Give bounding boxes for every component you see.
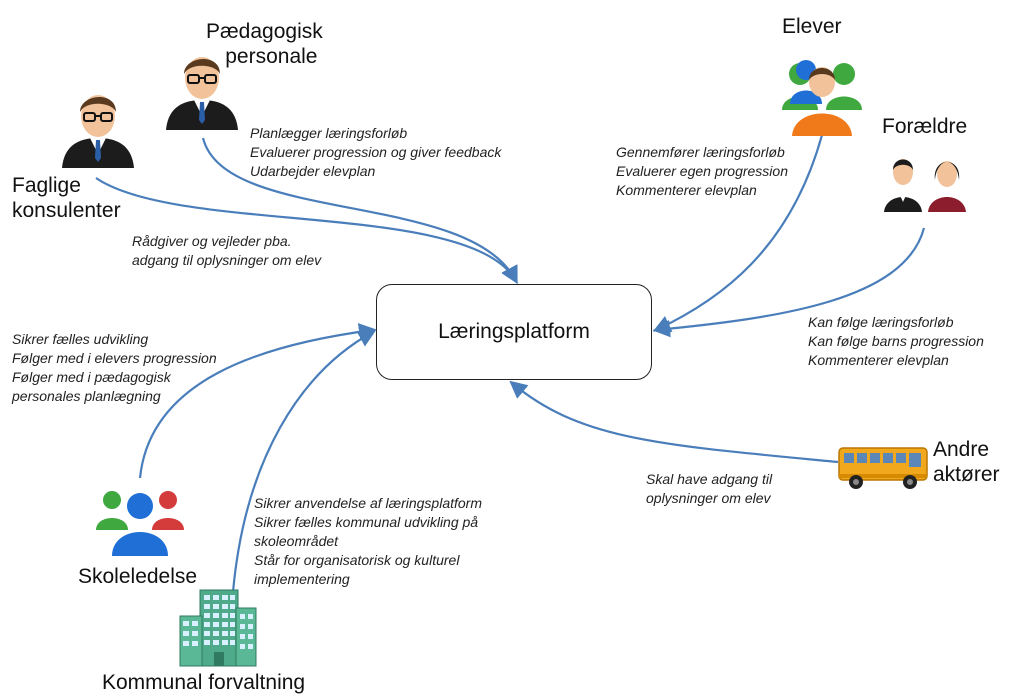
learning-platform-label: Læringsplatform: [438, 320, 590, 343]
actor-label-foraeldre: Forældre: [882, 115, 968, 138]
actor-label-kommunal: Kommunal forvaltning: [102, 671, 306, 694]
businessman-icon: [62, 95, 134, 168]
arrow-elever: [652, 134, 824, 332]
parents-icon: [884, 159, 966, 212]
office-building-icon: [179, 589, 257, 667]
arrow-andre: [509, 380, 839, 464]
learning-platform-box: Læringsplatform: [376, 284, 652, 380]
actor-label-andre: Andre aktører: [933, 438, 1000, 486]
arrow-skoleledelse: [138, 323, 377, 479]
actor-label-paedagogisk: Pædagogisk personale: [206, 20, 323, 68]
description-skoleledelse: Sikrer fælles udvikling Følger med i ele…: [12, 331, 217, 404]
school-bus-icon: [838, 447, 928, 489]
actor-label-faglige: Faglige konsulenter: [12, 174, 121, 222]
people-group-icon: [782, 60, 862, 136]
arrow-faglige: [95, 177, 518, 285]
leadership-group-icon: [96, 491, 184, 556]
arrow-foraeldre: [652, 227, 926, 338]
description-andre: Skal have adgang til oplysninger om elev: [646, 471, 773, 506]
description-foraeldre: Kan følge læringsforløb Kan følge barns …: [808, 314, 984, 368]
actor-label-skoleledelse: Skoleledelse: [78, 565, 198, 588]
description-faglige: Rådgiver og vejleder pba. adgang til opl…: [132, 233, 322, 268]
description-paedagogisk: Planlægger læringsforløb Evaluerer progr…: [250, 125, 502, 179]
description-kommunal: Sikrer anvendelse af læringsplatform Sik…: [254, 495, 482, 587]
description-elever: Gennemfører læringsforløb Evaluerer egen…: [616, 144, 788, 198]
businessman-icon: [166, 57, 238, 130]
actor-label-elever: Elever: [782, 15, 842, 38]
arrow-kommunal: [231, 330, 377, 593]
arrow-paedagogisk: [201, 137, 518, 285]
